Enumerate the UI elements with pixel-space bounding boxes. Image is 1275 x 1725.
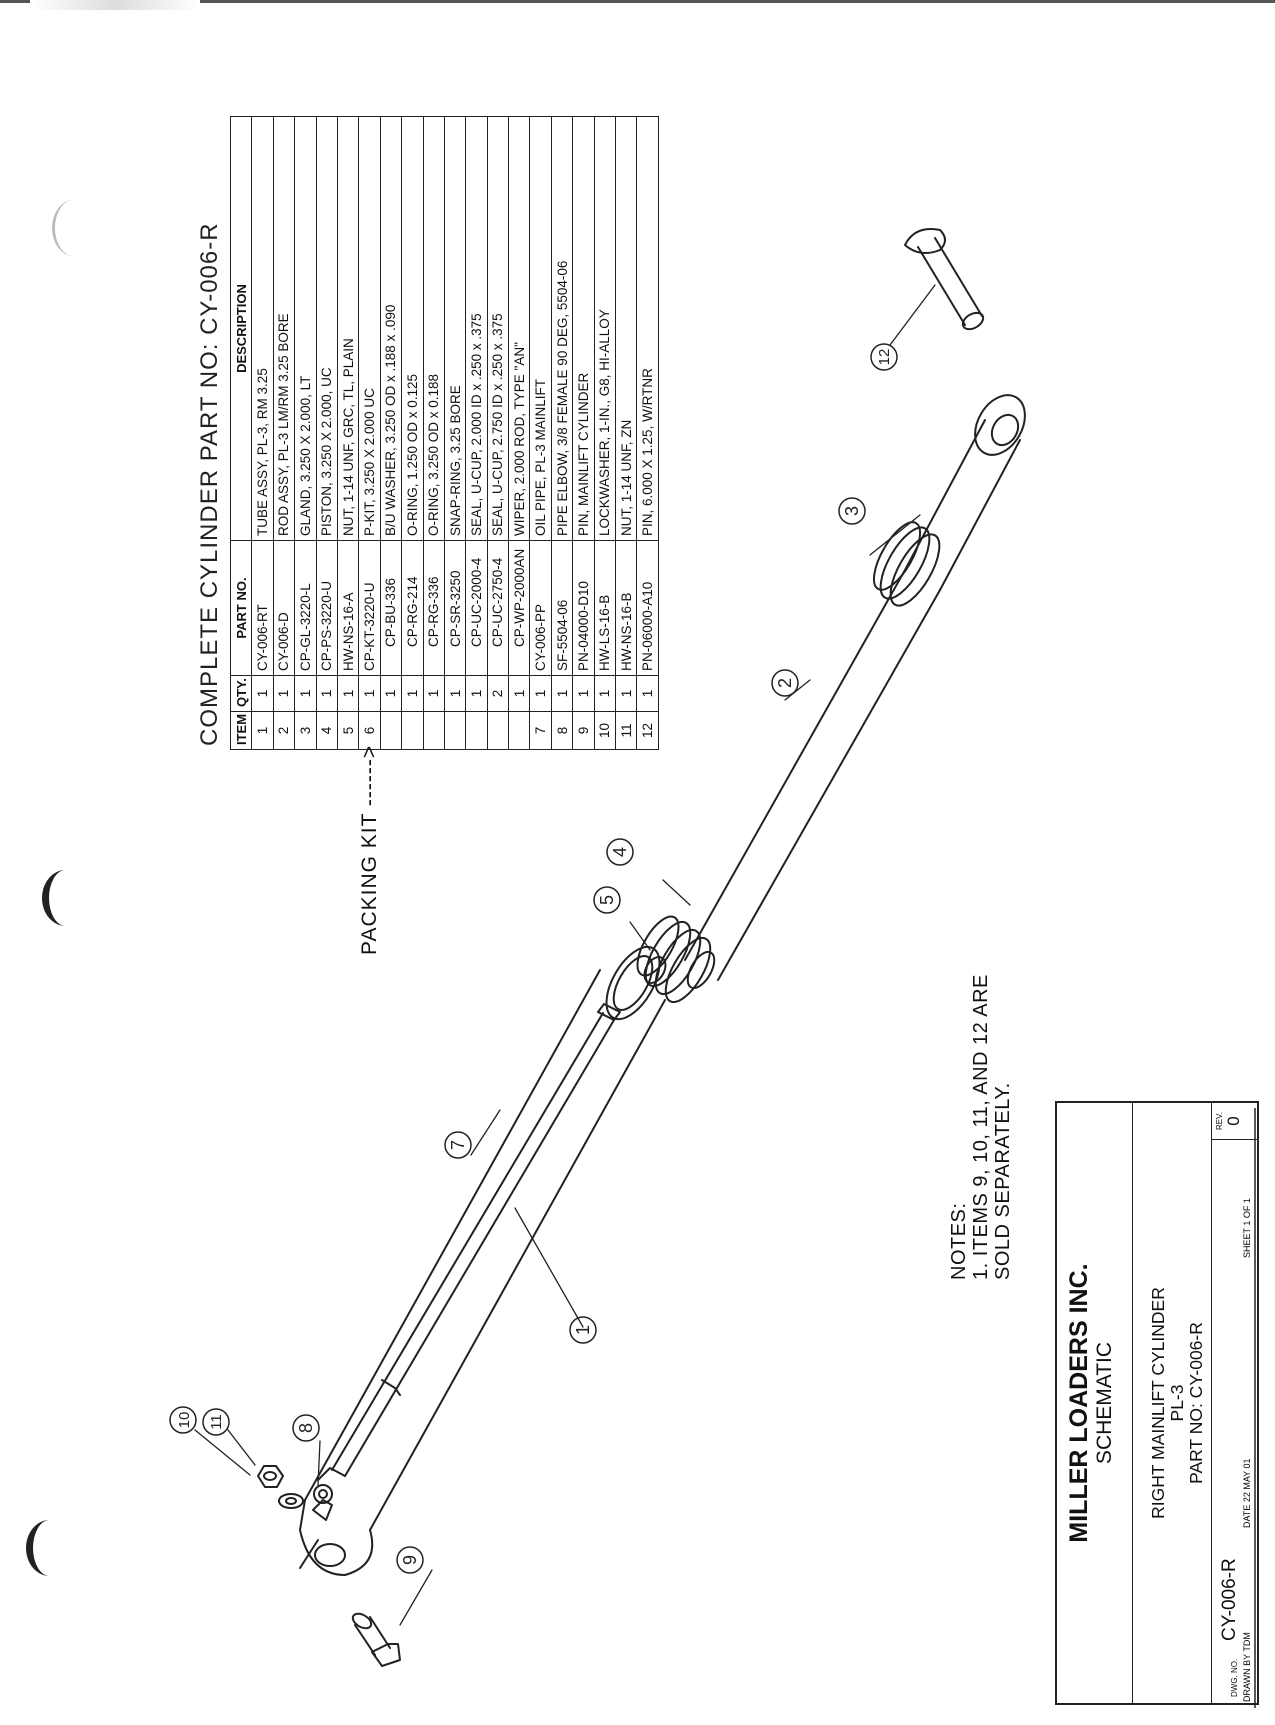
drawn-by: DRAWN BY TDM — [1242, 1632, 1252, 1702]
balloon-2: 2 — [771, 669, 799, 697]
balloon-7: 7 — [444, 1131, 472, 1159]
scan-smudge — [30, 0, 200, 10]
svg-text:9: 9 — [400, 1555, 420, 1565]
balloon-4: 4 — [606, 838, 634, 866]
svg-text:2: 2 — [775, 678, 795, 688]
svg-text:3: 3 — [842, 506, 862, 516]
svg-text:10: 10 — [176, 1412, 193, 1429]
svg-text:12: 12 — [876, 349, 893, 366]
top-edge-line — [0, 0, 1275, 3]
binder-hole — [26, 1520, 73, 1576]
rod-assembly — [684, 394, 1026, 990]
title-block-footer: DRAWN BY TDM DATE 22 MAY 01 SHEET 1 OF 1 — [1242, 1108, 1256, 1708]
pipe-elbow — [312, 1484, 333, 1521]
balloon-1: 1 — [569, 1316, 597, 1344]
binder-hole — [42, 870, 89, 926]
svg-text:5: 5 — [597, 895, 617, 905]
svg-text:8: 8 — [296, 1423, 316, 1433]
pin-12 — [904, 228, 985, 331]
binder-hole — [52, 200, 95, 256]
svg-text:1: 1 — [573, 1325, 593, 1335]
balloon-8: 8 — [292, 1414, 320, 1442]
sheet-number: SHEET 1 OF 1 — [1242, 1198, 1252, 1258]
balloon-5: 5 — [593, 886, 621, 914]
drawing-date: DATE 22 MAY 01 — [1242, 1458, 1252, 1528]
piston-nut — [643, 956, 667, 984]
svg-text:11: 11 — [208, 1414, 225, 1430]
balloon-9: 9 — [396, 1546, 424, 1574]
gland — [872, 521, 941, 607]
balloon-11: 11 — [202, 1408, 230, 1436]
washer-nut — [257, 1465, 304, 1509]
balloon-3: 3 — [838, 497, 866, 525]
balloon-12: 12 — [870, 343, 898, 371]
oil-pipe — [317, 1003, 621, 1481]
pin-9 — [351, 1612, 401, 1667]
balloon-10: 10 — [169, 1406, 197, 1434]
svg-text:4: 4 — [610, 847, 630, 857]
piston — [636, 915, 712, 1004]
tube-assembly — [299, 945, 666, 1576]
svg-text:7: 7 — [448, 1140, 468, 1150]
